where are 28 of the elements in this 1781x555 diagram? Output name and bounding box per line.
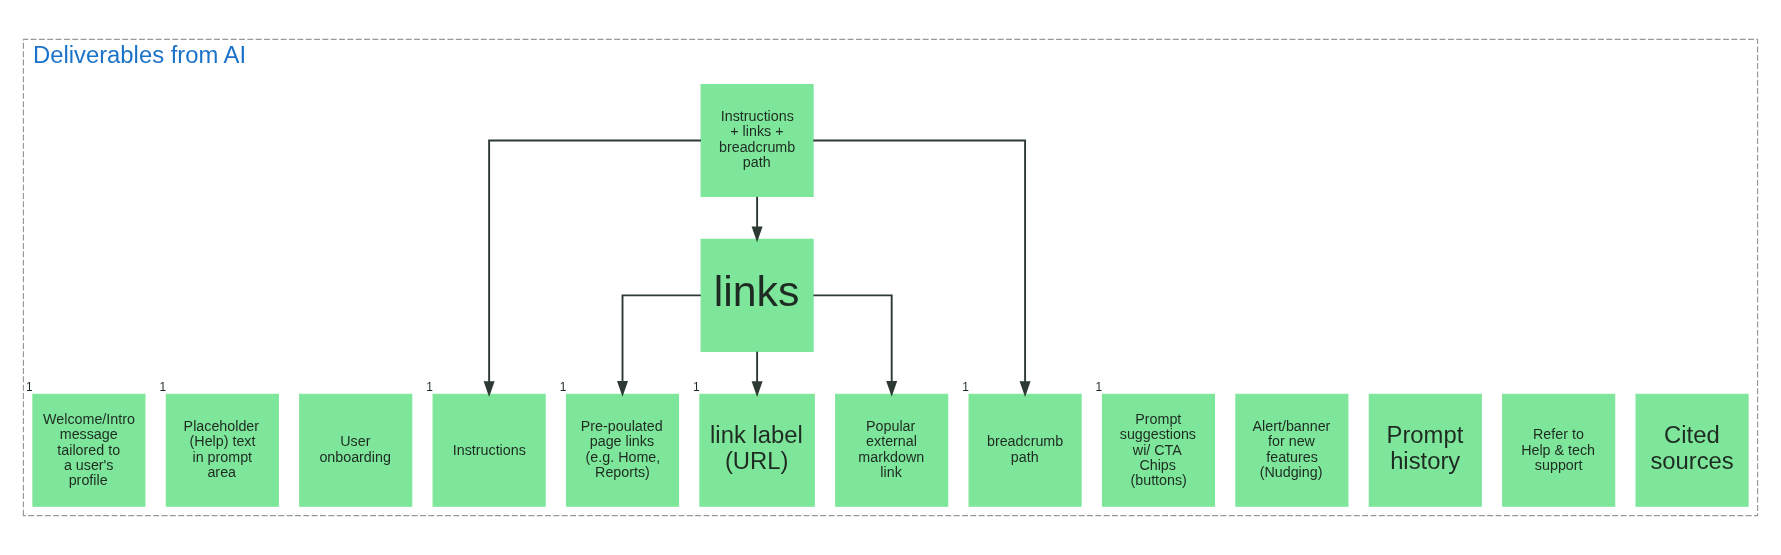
node-box: User onboarding [299, 393, 413, 507]
node-box: Prompt history [1368, 393, 1482, 507]
arrow [812, 139, 1031, 397]
node-box: Instructions + links + breadcrumb path [700, 83, 814, 198]
node-box: Welcome/Intro message tailored to a user's profile [32, 393, 146, 507]
node-box: links [700, 238, 814, 352]
arrow [812, 294, 898, 397]
node-box: Instructions [432, 393, 546, 507]
arrow [751, 195, 763, 243]
node-box: Placeholder (Help) text in prompt area [165, 393, 279, 507]
arrow [483, 139, 702, 397]
arrow [617, 294, 702, 397]
node-box: Prompt suggestions wi/ CTA Chips (buttons) [1101, 393, 1216, 507]
node-box: Cited sources [1635, 393, 1749, 507]
node-label: 1 [426, 379, 433, 394]
node-label: 1 [159, 379, 167, 394]
node-box: breadcrumb path [968, 393, 1082, 507]
arrow [751, 350, 763, 398]
node-box: Popular external markdown link [835, 393, 949, 507]
node-label: 1 [962, 379, 969, 394]
node-box: link label (URL) [699, 393, 815, 507]
node-box: Alert/banner for new features (Nudging) [1235, 393, 1349, 507]
node-label: 1 [693, 379, 700, 394]
node-label: 1 [559, 379, 567, 394]
node-box: Refer to Help & tech support [1502, 393, 1616, 507]
node-label: 1 [26, 379, 33, 394]
node-box: Pre-poulated page links (e.g. Home, Reports) [565, 393, 680, 507]
node-label: 1 [1095, 379, 1103, 394]
